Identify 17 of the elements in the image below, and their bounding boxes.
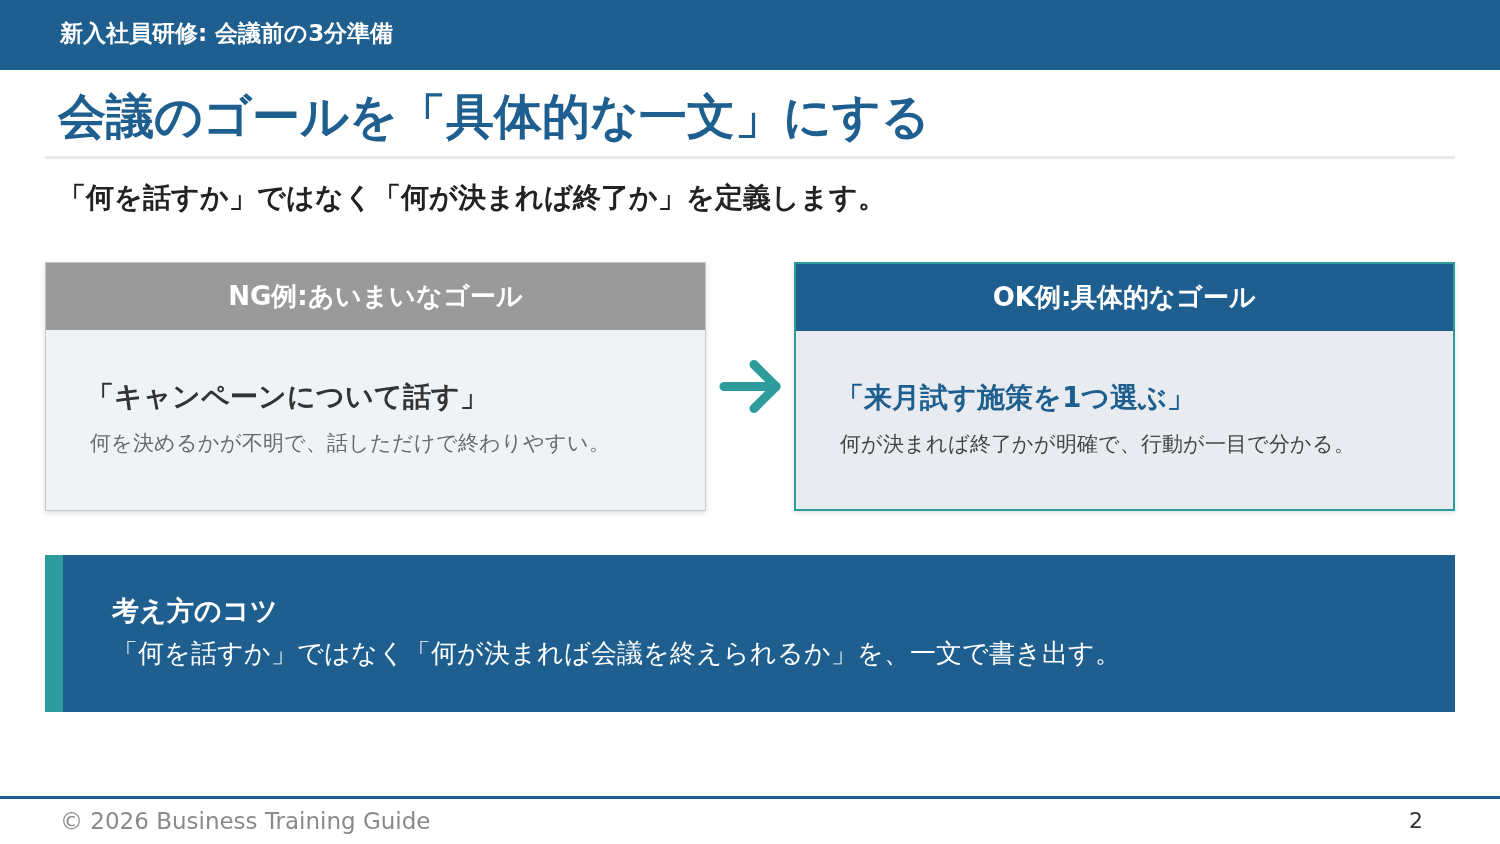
header-text: 新入社員研修: 会議前の3分準備	[60, 19, 394, 48]
example-card	[794, 262, 1455, 511]
example-note: 何を決めるかが不明で、話しただけで終わりやすい。	[90, 430, 610, 457]
example-card	[45, 262, 706, 511]
copyright-text: © 2026 Business Training Guide	[60, 808, 431, 836]
tip-text: 「何を話すか」ではなく「何が決まれば会議を終えられるか」を、一文で書き出す。	[112, 637, 1121, 670]
page-number: 2	[1409, 808, 1423, 835]
example-goal: 「来月試す施策を1つ選ぶ」	[836, 380, 1196, 416]
example-goal: 「キャンペーンについて話す」	[86, 379, 488, 415]
subtitle: 「何を話すか」ではなく「何が決まれば終了か」を定義します。	[58, 180, 886, 216]
tip-panel	[45, 555, 1455, 712]
tip-heading: 考え方のコツ	[112, 594, 278, 628]
card-heading: OK例:具体的なゴール	[796, 264, 1453, 331]
card-heading: NG例:あいまいなゴール	[46, 263, 705, 330]
arrow	[719, 360, 781, 413]
slide-title: 会議のゴールを「具体的な一文」にする	[58, 87, 930, 146]
example-note: 何が決まれば終了かが明確で、行動が一目で分かる。	[840, 431, 1355, 458]
